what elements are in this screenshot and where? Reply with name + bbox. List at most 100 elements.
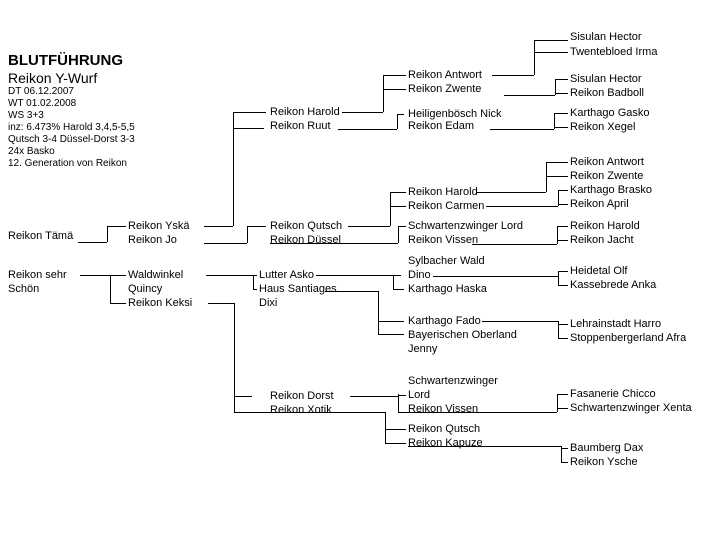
pedigree-node-karthago-fado: Karthago Fado (408, 315, 481, 327)
pedigree-connector-line (492, 75, 534, 76)
pedigree-connector-line (385, 412, 386, 443)
pedigree-connector-line (378, 291, 379, 334)
pedigree-connector-line (342, 112, 383, 113)
pedigree-node-reikon-jacht: Reikon Jacht (570, 234, 634, 246)
pedigree-connector-line (378, 321, 404, 322)
pedigree-connector-line (383, 75, 406, 76)
pedigree-connector-line (338, 129, 397, 130)
pedigree-node-reikon-dorst: Reikon Dorst (270, 390, 334, 402)
pedigree-connector-line (555, 79, 568, 80)
pedigree-node-sisulan-hector-b: Sisulan Hector (570, 73, 642, 85)
pedigree-node-schwartenzwinger-xenta: Schwartenzwinger Xenta (570, 402, 692, 414)
info-line: inz: 6.473% Harold 3,4,5-5,5 (8, 122, 135, 133)
pedigree-connector-line (208, 303, 234, 304)
pedigree-connector-line (247, 226, 248, 243)
pedigree-connector-line (80, 275, 126, 276)
pedigree-connector-line (234, 303, 235, 412)
pedigree-node-reikon-ruut: Reikon Ruut (270, 120, 331, 132)
pedigree-node-reikon-badboll: Reikon Badboll (570, 87, 644, 99)
pedigree-connector-line (107, 226, 126, 227)
pedigree-connector-line (534, 40, 535, 75)
pedigree-connector-line (233, 128, 264, 129)
pedigree-connector-line (385, 429, 406, 430)
info-line: Qutsch 3-4 Düssel-Dorst 3-3 (8, 134, 135, 145)
pedigree-node-heidetal-olf: Heidetal Olf (570, 265, 628, 277)
pedigree-node-waldwinkel-quincy: Waldwinkel Quincy (128, 269, 184, 295)
pedigree-node-reikon-dussel: Reikon Düssel (270, 234, 341, 246)
pedigree-connector-line (393, 275, 394, 289)
pedigree-connector-line (383, 75, 384, 112)
pedigree-connector-line (253, 275, 254, 289)
pedigree-node-twentebloed-irma: Twentebloed Irma (570, 46, 658, 58)
pedigree-node-reikon-edam: Reikon Edam (408, 120, 475, 132)
pedigree-connector-line (554, 113, 555, 129)
pedigree-connector-line (561, 462, 568, 463)
pedigree-connector-line (78, 242, 107, 243)
pedigree-connector-line (546, 162, 568, 163)
pedigree-connector-line (561, 448, 568, 449)
pedigree-node-karthago-brasko: Karthago Brasko (570, 184, 652, 196)
pedigree-connector-line (393, 289, 404, 290)
pedigree-connector-line (206, 275, 257, 276)
pedigree-connector-line (110, 303, 126, 304)
pedigree-connector-line (557, 226, 568, 227)
pedigree-connector-line (557, 408, 568, 409)
pedigree-connector-line (390, 206, 406, 207)
pedigree-connector-line (482, 321, 558, 322)
pedigree-connector-line (486, 206, 558, 207)
litter-info: DT 06.12.2007 WT 01.02.2008 WS 3+3 inz: … (8, 86, 135, 170)
pedigree-connector-line (557, 394, 558, 412)
pedigree-node-reikon-antwort-4: Reikon Antwort (408, 69, 482, 81)
info-line: 12. Generation von Reikon (8, 158, 127, 169)
pedigree-node-reikon-keksi: Reikon Keksi (128, 297, 193, 309)
pedigree-node-reikon-zwente-4: Reikon Zwente (408, 83, 482, 95)
pedigree-connector-line (398, 226, 399, 243)
pedigree-connector-line (385, 443, 406, 444)
pedigree-connector-line (390, 192, 406, 193)
pedigree-connector-line (398, 395, 406, 396)
pedigree-connector-line (561, 446, 562, 462)
pedigree-connector-line (204, 226, 233, 227)
pedigree-connector-line (397, 114, 404, 115)
pedigree-connector-line (558, 338, 568, 339)
pedigree-node-reikon-april: Reikon April (570, 198, 629, 210)
pedigree-node-reikon-sehr-schon: Reikon sehr Schön (8, 269, 67, 295)
info-line: WS 3+3 (8, 110, 44, 121)
pedigree-connector-line (546, 162, 547, 192)
pedigree-node-reikon-carmen: Reikon Carmen (408, 200, 485, 212)
pedigree-node-reikon-tama: Reikon Tämä (8, 230, 74, 242)
pedigree-node-reikon-ysche: Reikon Ysche (570, 456, 638, 468)
pedigree-connector-line (270, 243, 398, 244)
pedigree-node-karthago-haska: Karthago Haska (408, 283, 487, 295)
pedigree-connector-line (398, 226, 406, 227)
info-line: 24x Basko (8, 146, 55, 157)
pedigree-connector-line (350, 396, 398, 397)
pedigree-connector-line (558, 271, 559, 285)
pedigree-connector-line (204, 243, 247, 244)
pedigree-connector-line (378, 334, 404, 335)
pedigree-connector-line (558, 190, 559, 206)
pedigree-connector-line (557, 240, 568, 241)
pedigree-connector-line (476, 192, 546, 193)
pedigree-node-reikon-antwort-5: Reikon Antwort (570, 156, 644, 168)
pedigree-connector-line (472, 244, 557, 245)
pedigree-node-sisulan-hector-a: Sisulan Hector (570, 31, 642, 43)
pedigree-connector-line (558, 271, 568, 272)
pedigree-node-reikon-vissen-4b: Reikon Vissen (408, 403, 479, 415)
pedigree-connector-line (557, 226, 558, 244)
pedigree-connector-line (554, 127, 568, 128)
pedigree-connector-line (555, 93, 568, 94)
pedigree-connector-line (348, 226, 390, 227)
pedigree-node-bayerischen-oberland-jenny: Bayerischen Oberland Jenny (408, 329, 517, 355)
page-title: BLUTFÜHRUNG (8, 52, 123, 69)
pedigree-connector-line (398, 412, 557, 413)
info-line: WT 01.02.2008 (8, 98, 77, 109)
pedigree-connector-line (247, 226, 266, 227)
pedigree-node-reikon-jo: Reikon Jo (128, 234, 177, 246)
pedigree-connector-line (558, 285, 568, 286)
pedigree-node-sylbacher-wald-dino: Sylbacher Wald Dino (408, 255, 485, 281)
pedigree-connector-line (557, 394, 568, 395)
pedigree-connector-line (558, 324, 568, 325)
pedigree-connector-line (390, 192, 391, 226)
